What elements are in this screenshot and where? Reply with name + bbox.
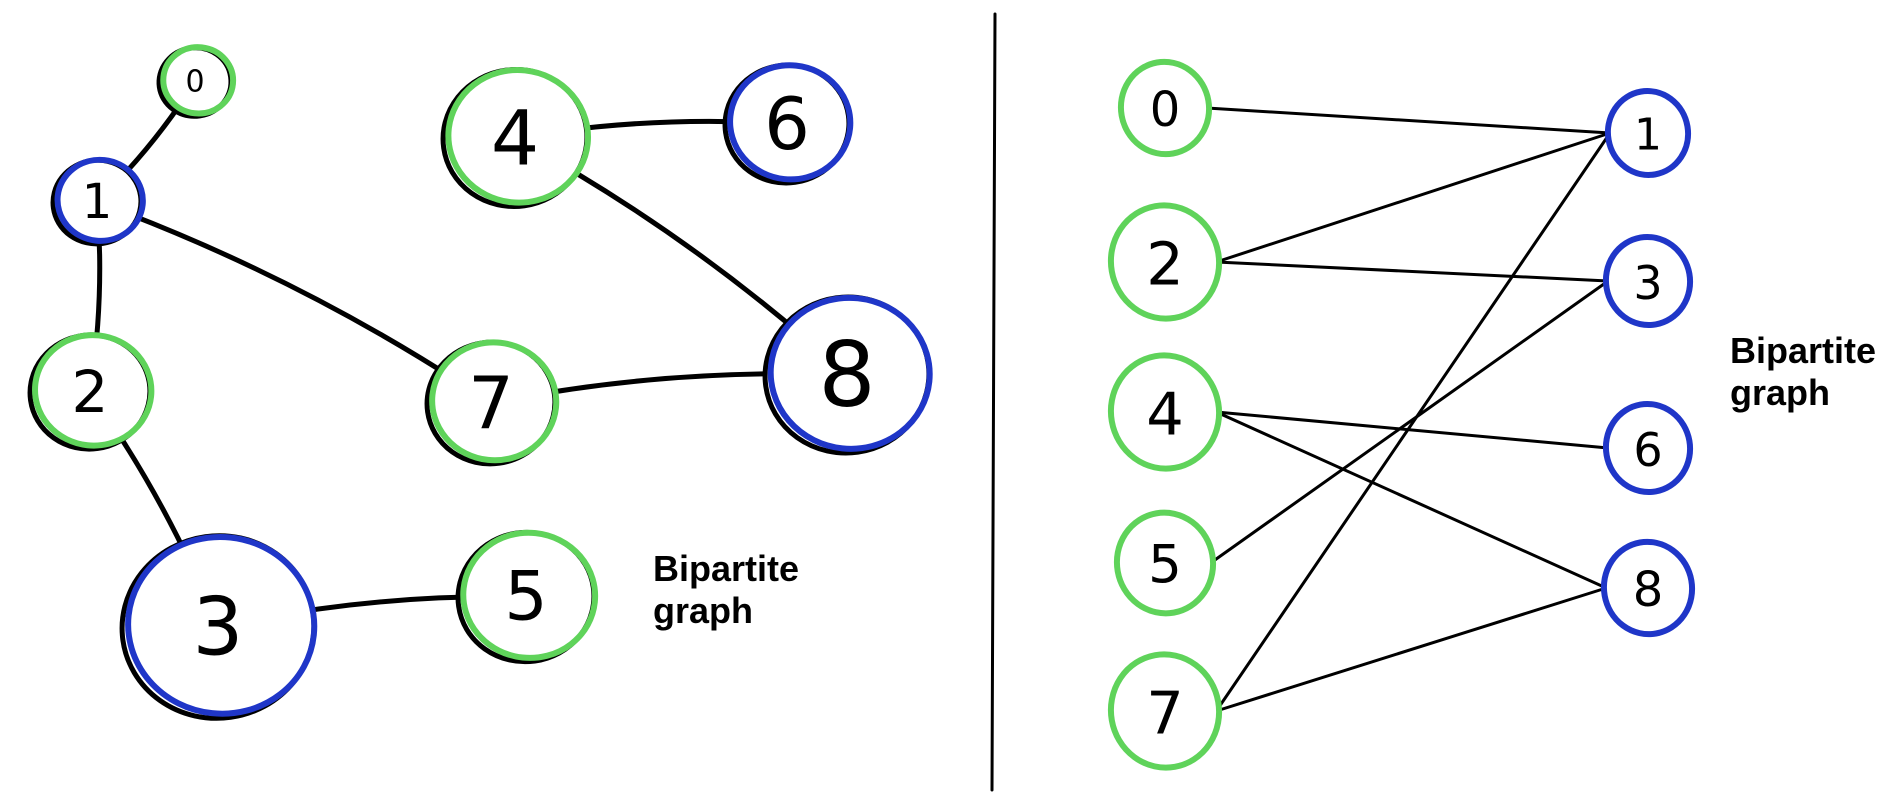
node-3: 3 xyxy=(1602,233,1694,329)
node-label-0: 0 xyxy=(1150,82,1181,138)
left-caption-line1: Bipartite xyxy=(653,548,800,589)
edge-7-8 xyxy=(1214,586,1608,713)
right-caption-line1: Bipartite xyxy=(1730,330,1877,371)
edge-2-3 xyxy=(1214,260,1610,283)
node-label-6: 6 xyxy=(764,82,810,166)
node-label-8: 8 xyxy=(818,323,875,428)
node-6: 6 xyxy=(722,62,854,186)
node-label-5: 5 xyxy=(504,558,547,637)
node-2: 2 xyxy=(27,332,155,452)
left-graph-caption: Bipartite graph xyxy=(653,548,799,632)
divider-line xyxy=(990,12,997,792)
right-graph-nodes: 0 1 2 3 4 5 6 7 8 xyxy=(1107,58,1696,771)
node-8: 8 xyxy=(1600,538,1696,638)
node-label-3: 3 xyxy=(1633,256,1662,310)
node-label-2: 2 xyxy=(1146,230,1184,299)
edge-4-8 xyxy=(1214,410,1608,590)
node-label-5: 5 xyxy=(1148,535,1182,596)
edge-1-7 xyxy=(94,199,494,406)
node-0: 0 xyxy=(1117,58,1213,158)
node-4: 4 xyxy=(1107,352,1223,472)
node-label-6: 6 xyxy=(1633,423,1662,477)
node-label-1: 1 xyxy=(1634,110,1662,161)
node-label-2: 2 xyxy=(72,358,109,426)
edge-7-1 xyxy=(1214,131,1612,713)
node-6: 6 xyxy=(1602,400,1694,496)
node-label-3: 3 xyxy=(193,581,244,674)
node-1: 1 xyxy=(1604,88,1692,178)
node-7: 7 xyxy=(1107,651,1223,771)
node-label-4: 4 xyxy=(1146,380,1184,449)
node-2: 2 xyxy=(1107,202,1223,322)
edge-5-3 xyxy=(1209,279,1610,565)
right-caption-line2: graph xyxy=(1730,372,1831,413)
node-label-4: 4 xyxy=(491,94,539,183)
node-1: 1 xyxy=(50,156,146,247)
right-graph-edges xyxy=(1205,106,1612,713)
node-7: 7 xyxy=(424,339,560,467)
left-graph-nodes: 0 1 2 3 4 5 6 7 8 xyxy=(27,44,933,721)
node-4: 4 xyxy=(440,67,591,209)
node-8: 8 xyxy=(762,294,933,456)
node-5: 5 xyxy=(1113,509,1217,617)
node-label-7: 7 xyxy=(468,361,514,445)
left-caption-line2: graph xyxy=(653,590,754,631)
right-graph-caption: Bipartite graph xyxy=(1730,330,1876,414)
edge-4-6 xyxy=(1214,410,1610,450)
node-label-7: 7 xyxy=(1146,679,1184,748)
node-label-1: 1 xyxy=(82,174,113,230)
node-3: 3 xyxy=(119,533,318,721)
node-label-8: 8 xyxy=(1633,562,1664,618)
node-label-0: 0 xyxy=(185,65,204,100)
edge-0-1 xyxy=(1205,106,1612,135)
edge-2-1 xyxy=(1214,131,1612,264)
node-5: 5 xyxy=(455,529,599,665)
node-0: 0 xyxy=(156,44,237,119)
